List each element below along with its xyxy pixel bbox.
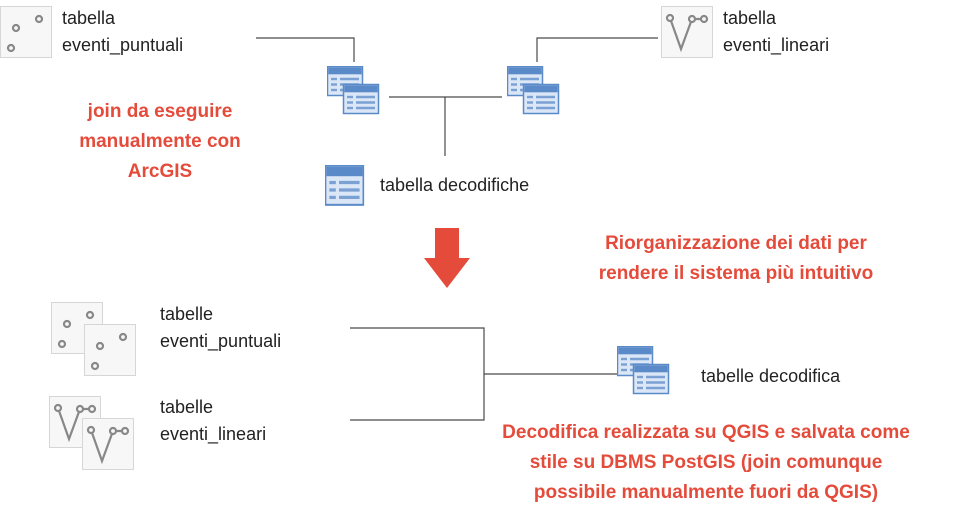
point-layer-icon — [0, 6, 53, 59]
bottom-linear-line1: tabelle — [160, 397, 214, 417]
top-linear-label: tabella eventi_lineari — [723, 5, 829, 59]
join-note-line1: join da eseguire — [87, 101, 233, 122]
reorg-note-line1: Riorganizzazione dei dati per — [605, 233, 867, 254]
bottom-decode-label: tabelle decodifica — [701, 366, 841, 386]
bottom-punctual-label: tabelle eventi_puntuali — [160, 301, 281, 355]
bottom-linear-line2: eventi_lineari — [160, 424, 267, 444]
decode-note-line2: stile su DBMS PostGIS (join comunque — [529, 452, 883, 473]
table-pair-left-icon — [327, 66, 385, 128]
line-layers-icon — [49, 396, 139, 472]
table-icon — [325, 165, 365, 207]
top-punctual-label: tabella eventi_puntuali — [62, 5, 183, 59]
tables-icon — [617, 346, 675, 408]
top-punctual-line1: tabella — [62, 8, 116, 28]
table-pair-right-icon — [507, 66, 565, 128]
join-note-line3: ArcGIS — [127, 161, 193, 182]
decode-note: Decodifica realizzata su QGIS e salvata … — [456, 418, 956, 508]
top-punctual-line2: eventi_puntuali — [62, 35, 184, 55]
bottom-punctual-line1: tabelle — [160, 304, 214, 324]
bottom-punctual-line2: eventi_puntuali — [160, 331, 282, 351]
reorg-note: Riorganizzazione dei dati per rendere il… — [546, 229, 926, 289]
bottom-linear-label: tabelle eventi_lineari — [160, 394, 266, 448]
join-note-line2: manualmente con — [79, 131, 241, 152]
top-decode-label: tabella decodifiche — [380, 175, 530, 195]
down-arrow-icon — [424, 228, 470, 295]
join-note: join da eseguire manualmente con ArcGIS — [40, 97, 280, 187]
line-layer-icon — [661, 6, 714, 59]
point-layers-icon — [51, 302, 141, 378]
top-linear-line2: eventi_lineari — [723, 35, 830, 55]
decode-note-line1: Decodifica realizzata su QGIS e salvata … — [502, 422, 910, 443]
reorg-note-line2: rendere il sistema più intuitivo — [598, 263, 874, 284]
top-linear-line1: tabella — [723, 8, 777, 28]
decode-note-line3: possibile manualmente fuori da QGIS) — [533, 482, 879, 503]
